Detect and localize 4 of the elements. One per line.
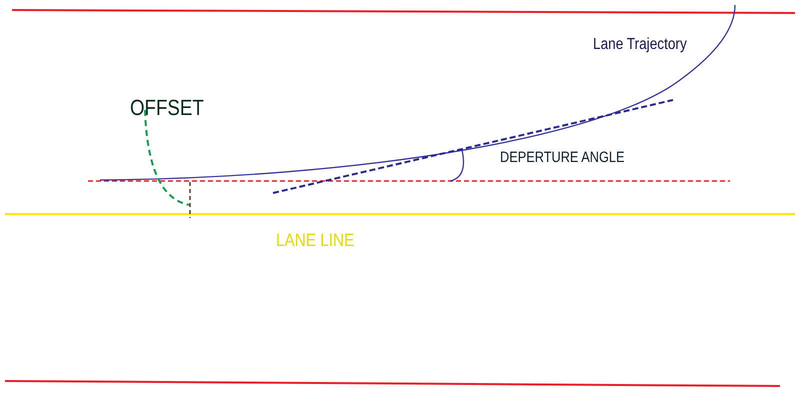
offset-label: OFFSET — [130, 96, 204, 120]
trajectory-label: Lane Trajectory — [593, 36, 687, 54]
angle-label: DEPERTURE ANGLE — [500, 150, 624, 166]
lane-line-label: LANE LINE — [276, 231, 354, 251]
